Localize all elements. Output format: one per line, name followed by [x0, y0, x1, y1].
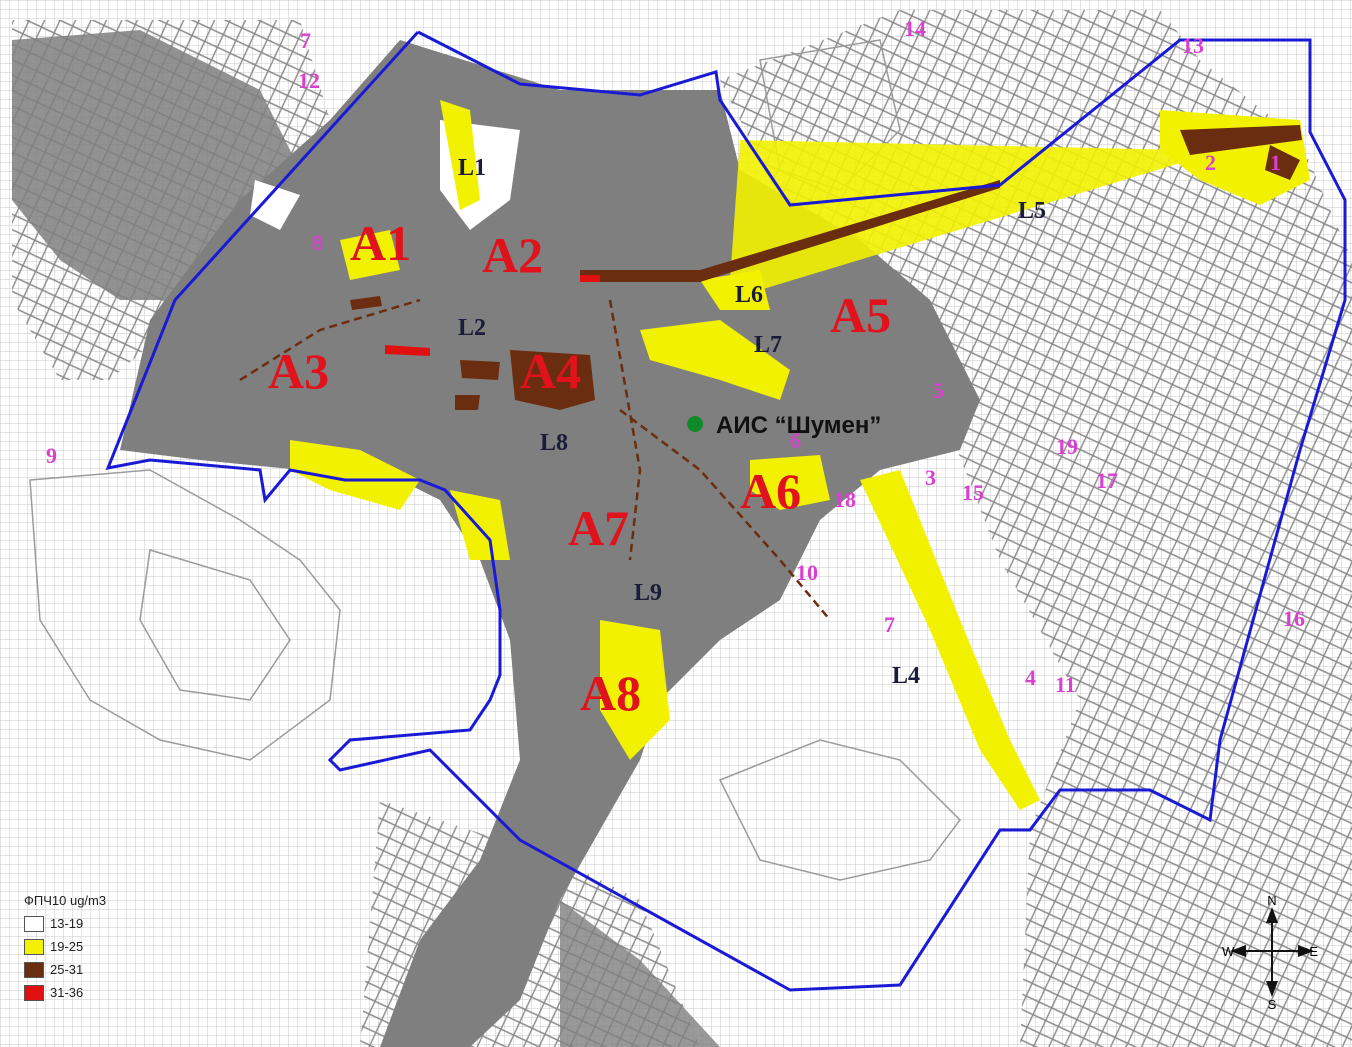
line-label-l4: L4: [892, 663, 920, 689]
line-label-l7: L7: [754, 332, 782, 358]
source-label-11: 11: [1055, 672, 1076, 697]
zone-label-a6: A6: [740, 463, 801, 519]
source-label-6: 6: [790, 428, 801, 453]
legend-row-4: 31-36: [24, 981, 184, 1004]
source-label-3: 3: [925, 465, 936, 490]
source-label-14: 14: [904, 16, 926, 41]
line-label-l8: L8: [540, 430, 568, 456]
compass-rose-icon: N S E W: [1222, 893, 1318, 1011]
line-label-l1: L1: [458, 155, 486, 181]
source-label-7-south: 7: [884, 612, 895, 637]
source-label-2: 2: [1205, 150, 1216, 175]
legend-label-2: 19-25: [50, 939, 84, 954]
line-label-l5: L5: [1018, 198, 1046, 224]
legend-label-4: 31-36: [50, 985, 84, 1000]
legend-row-1: 13-19: [24, 912, 184, 935]
map-legend: ФПЧ10 ug/m3 13-19 19-25 25-31 31-36: [24, 893, 184, 1004]
conc-19-25: [290, 100, 1310, 810]
source-label-4: 4: [1025, 665, 1036, 690]
source-label-12: 12: [298, 68, 320, 93]
legend-row-2: 19-25: [24, 935, 184, 958]
zone-label-a2: A2: [482, 227, 543, 283]
zone-label-a7: A7: [568, 500, 629, 556]
zone-label-a5: A5: [830, 287, 891, 343]
legend-title: ФПЧ10 ug/m3: [24, 893, 107, 908]
conc-31-36: [385, 275, 600, 356]
legend-label-1: 13-19: [50, 916, 84, 931]
zone-label-a3: A3: [268, 343, 329, 399]
legend-swatch-4: [24, 984, 44, 1001]
source-label-7-north: 7: [300, 28, 311, 53]
source-label-19: 19: [1056, 434, 1078, 459]
compass-east-label: E: [1309, 944, 1318, 959]
line-label-l6: L6: [735, 282, 763, 308]
monitoring-station-label: АИС “Шумен”: [716, 412, 881, 439]
source-label-18: 18: [834, 487, 856, 512]
zone-label-a4: A4: [520, 343, 581, 399]
source-label-15: 15: [962, 480, 984, 505]
line-label-l9: L9: [634, 580, 662, 606]
legend-swatch-1: [24, 915, 44, 932]
line-label-l2: L2: [458, 315, 486, 341]
source-label-10: 10: [796, 560, 818, 585]
compass-north-label: N: [1267, 893, 1276, 908]
conc-25-31: [350, 125, 1302, 410]
legend-label-3: 25-31: [50, 962, 84, 977]
zone-label-a8: A8: [580, 665, 641, 721]
zone-label-a1: A1: [350, 215, 411, 271]
legend-row-3: 25-31: [24, 958, 184, 981]
source-label-9: 9: [46, 443, 57, 468]
source-label-5: 5: [933, 378, 944, 403]
source-label-1: 1: [1270, 150, 1281, 175]
source-label-8: 8: [312, 230, 323, 255]
source-label-16: 16: [1283, 606, 1305, 631]
monitoring-station-dot: [687, 416, 703, 432]
compass-west-label: W: [1222, 944, 1235, 959]
source-label-13: 13: [1182, 33, 1204, 58]
compass-south-label: S: [1268, 997, 1277, 1011]
legend-swatch-2: [24, 938, 44, 955]
study-area-boundary: [105, 30, 1347, 992]
source-label-17: 17: [1096, 468, 1118, 493]
road-corridors: [239, 298, 831, 621]
legend-swatch-3: [24, 961, 44, 978]
